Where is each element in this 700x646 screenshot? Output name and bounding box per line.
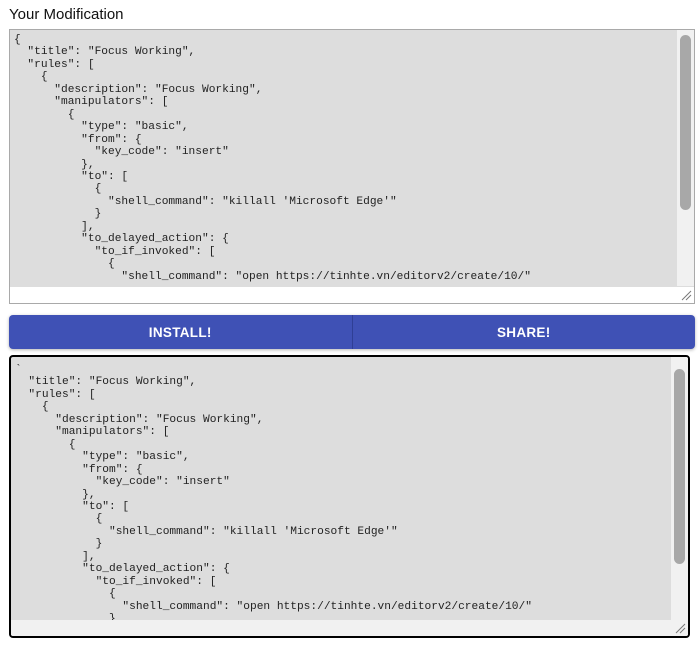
scrollbar-thumb[interactable] — [680, 35, 691, 210]
scrollbar-thumb[interactable] — [674, 369, 685, 564]
horizontal-scrollbar[interactable] — [11, 620, 688, 636]
vertical-scrollbar[interactable] — [671, 357, 688, 620]
page-title: Your Modification — [9, 6, 124, 23]
textarea-footer — [10, 286, 694, 303]
output-textarea[interactable]: ` "title": "Focus Working", "rules": [ {… — [9, 355, 690, 638]
resize-grip-icon[interactable] — [674, 622, 686, 634]
install-button[interactable]: INSTALL! — [148, 324, 212, 340]
code-text: { "title": "Focus Working", "rules": [ {… — [14, 34, 531, 283]
resize-grip-icon[interactable] — [680, 289, 692, 301]
code-text: ` "title": "Focus Working", "rules": [ {… — [15, 364, 532, 636]
vertical-scrollbar[interactable] — [677, 30, 694, 287]
share-button[interactable]: SHARE! — [351, 315, 696, 349]
modification-textarea[interactable]: { "title": "Focus Working", "rules": [ {… — [9, 29, 695, 304]
action-button-bar: INSTALL! SHARE! — [9, 315, 695, 349]
